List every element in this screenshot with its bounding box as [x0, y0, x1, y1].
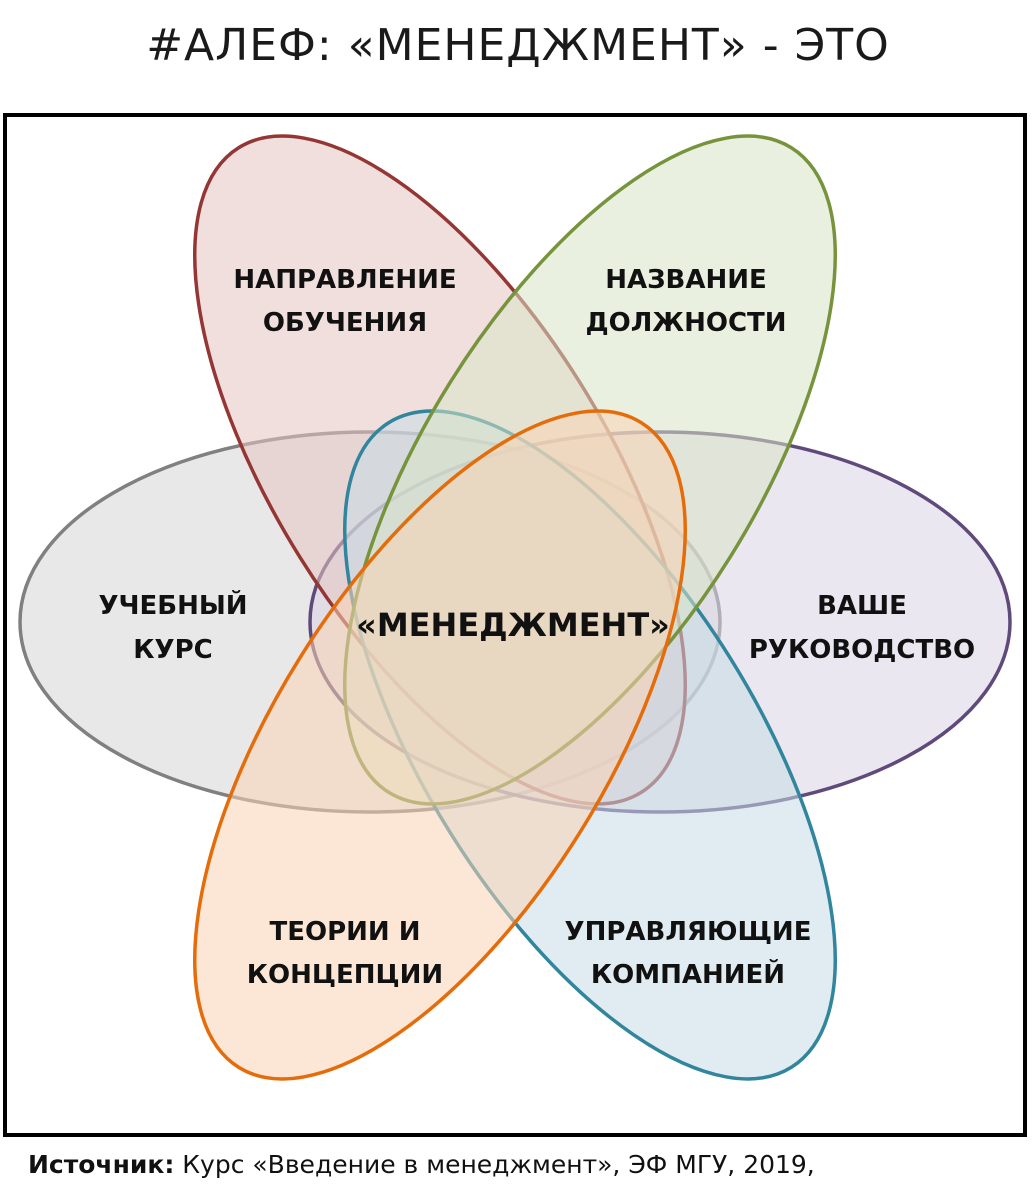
label-line: ДОЛЖНОСТИ — [585, 308, 786, 338]
source-citation: Источник: Курс «Введение в менеджмент», … — [28, 1150, 815, 1179]
label-training-course: УЧЕБНЫЙ КУРС — [98, 589, 247, 665]
label-line: КОМПАНИЕЙ — [591, 958, 785, 990]
label-line: ОБУЧЕНИЯ — [263, 308, 427, 338]
source-label: Источник: — [28, 1150, 175, 1179]
page-title: #АЛЕФ: «МЕНЕДЖМЕНТ» - ЭТО — [146, 20, 890, 71]
label-line: ТЕОРИИ И — [270, 917, 421, 947]
diagram-frame — [3, 113, 1027, 1137]
source-text: Курс «Введение в менеджмент», ЭФ МГУ, 20… — [174, 1150, 815, 1179]
label-line: УПРАВЛЯЮЩИЕ — [565, 917, 812, 947]
label-company-managers: УПРАВЛЯЮЩИЕ КОМПАНИЕЙ — [565, 917, 812, 990]
label-theories-concepts: ТЕОРИИ И КОНЦЕПЦИИ — [247, 917, 443, 990]
label-line: НАЗВАНИЕ — [605, 265, 767, 295]
label-line: УЧЕБНЫЙ — [98, 589, 247, 621]
label-job-title: НАЗВАНИЕ ДОЛЖНОСТИ — [585, 265, 786, 338]
label-your-leadership: ВАШЕ РУКОВОДСТВО — [749, 591, 975, 665]
label-study-direction: НАПРАВЛЕНИЕ ОБУЧЕНИЯ — [233, 265, 456, 338]
label-line: КОНЦЕПЦИИ — [247, 960, 443, 990]
label-line: КУРС — [133, 635, 212, 665]
label-line: ВАШЕ — [817, 591, 907, 621]
ellipse-theories-concepts — [193, 409, 687, 1081]
center-label: «МЕНЕДЖМЕНТ» — [356, 606, 670, 644]
label-line: НАПРАВЛЕНИЕ — [233, 265, 456, 295]
label-line: РУКОВОДСТВО — [749, 635, 975, 665]
